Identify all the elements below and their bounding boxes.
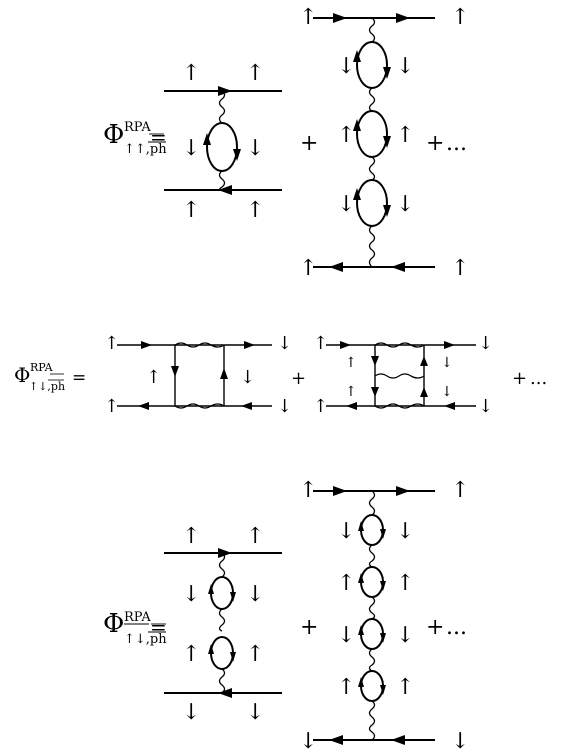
spin-down-arrow: ↓ bbox=[396, 192, 414, 217]
spin-up-arrow: ↑ bbox=[337, 571, 355, 596]
eq3-label: Φ RPA ↑↓,ph = bbox=[103, 609, 167, 647]
spin-up-arrow: ↑ bbox=[313, 333, 328, 354]
spin-up-arrow: ↑ bbox=[182, 642, 200, 667]
spin-down-arrow: ↓ bbox=[240, 367, 255, 388]
ellipsis: ... bbox=[446, 615, 467, 640]
eq2-diagram-ladder-1: ↑ ↑ ↑ ↓ ↓ ↓ bbox=[104, 333, 292, 417]
spin-down-arrow: ↓ bbox=[337, 519, 355, 544]
spin-down-arrow: ↓ bbox=[396, 623, 414, 648]
spin-up-arrow: ↑ bbox=[396, 675, 414, 700]
spin-down-arrow: ↓ bbox=[246, 136, 264, 161]
spin-up-arrow: ↑ bbox=[246, 198, 264, 223]
spin-down-arrow: ↓ bbox=[396, 519, 414, 544]
plus-sign: + bbox=[426, 615, 444, 640]
plus-sign: + bbox=[300, 131, 318, 156]
eq2-subscript: ↑↓,ph bbox=[29, 380, 65, 393]
spin-up-arrow: ↑ bbox=[396, 571, 414, 596]
spin-up-arrow: ↑ bbox=[246, 61, 264, 86]
equals-sign: = bbox=[150, 615, 167, 639]
eq3-subscript: ↑↓,ph bbox=[124, 632, 167, 647]
spin-down-arrow: ↓ bbox=[441, 355, 453, 371]
phi-symbol: Φ bbox=[103, 120, 124, 150]
eq3-diagram-two-bubbles: ↑ ↑ ↓ ↓ ↑ ↑ ↓ ↓ bbox=[164, 524, 282, 725]
eq1-diagram-chain: ↑ ↑ ↓ ↓ ↑ ↑ ↓ ↓ ↑ ↑ bbox=[299, 5, 469, 281]
spin-up-arrow: ↑ bbox=[246, 642, 264, 667]
spin-down-arrow: ↓ bbox=[337, 192, 355, 217]
spin-down-arrow: ↓ bbox=[182, 136, 200, 161]
spin-up-arrow: ↑ bbox=[451, 5, 469, 30]
plus-sign: + bbox=[300, 615, 318, 640]
spin-up-arrow: ↑ bbox=[337, 675, 355, 700]
spin-down-arrow: ↓ bbox=[246, 700, 264, 725]
spin-down-arrow: ↓ bbox=[299, 729, 317, 754]
spin-down-arrow: ↓ bbox=[441, 384, 453, 400]
spin-down-arrow: ↓ bbox=[246, 582, 264, 607]
spin-up-arrow: ↑ bbox=[313, 396, 328, 417]
spin-down-arrow: ↓ bbox=[337, 623, 355, 648]
spin-down-arrow: ↓ bbox=[182, 700, 200, 725]
spin-up-arrow: ↑ bbox=[345, 355, 357, 371]
spin-up-arrow: ↑ bbox=[299, 478, 317, 503]
spin-up-arrow: ↑ bbox=[246, 524, 264, 549]
spin-down-arrow: ↓ bbox=[277, 333, 292, 354]
eq2-diagram-ladder-2: ↑ ↑ ↑ ↑ ↓ ↓ ↓ ↓ bbox=[313, 333, 493, 417]
equation-3: Φ RPA ↑↓,ph = ↑ ↑ ↓ ↓ ↑ bbox=[103, 478, 469, 754]
spin-up-arrow: ↑ bbox=[299, 256, 317, 281]
spin-up-arrow: ↑ bbox=[451, 256, 469, 281]
eq1-label: Φ RPA ↑↑,ph = bbox=[103, 120, 167, 157]
equals-sign: = bbox=[72, 368, 86, 388]
equals-sign: = bbox=[150, 125, 167, 149]
ellipsis: ... bbox=[446, 131, 467, 156]
rpa-superscript: RPA bbox=[124, 120, 151, 135]
rpa-superscript: RPA bbox=[124, 610, 151, 625]
spin-up-arrow: ↑ bbox=[182, 524, 200, 549]
spin-up-arrow: ↑ bbox=[451, 478, 469, 503]
spin-up-arrow: ↑ bbox=[182, 61, 200, 86]
spin-down-arrow: ↓ bbox=[451, 729, 469, 754]
spin-down-arrow: ↓ bbox=[478, 333, 493, 354]
spin-up-arrow: ↑ bbox=[345, 384, 357, 400]
plus-sign: + bbox=[512, 368, 527, 389]
equation-1: Φ RPA ↑↑,ph = ↑ ↑ ↓ ↓ ↑ ↑ + bbox=[103, 5, 469, 281]
spin-up-arrow: ↑ bbox=[396, 123, 414, 148]
eq3-diagram-four-bubbles: ↑ ↑ ↓ ↓ ↑ ↑ ↓ ↓ ↑ ↑ ↓ ↓ bbox=[299, 478, 469, 754]
spin-up-arrow: ↑ bbox=[182, 198, 200, 223]
phi-symbol: Φ bbox=[103, 609, 124, 639]
spin-up-arrow: ↑ bbox=[337, 123, 355, 148]
plus-sign: + bbox=[291, 368, 306, 389]
phi-symbol: Φ bbox=[14, 363, 30, 387]
equation-2: Φ RPA ↑↓,ph = ↑ ↑ ↑ ↓ ↓ ↓ bbox=[14, 333, 547, 417]
spin-down-arrow: ↓ bbox=[396, 54, 414, 79]
spin-down-arrow: ↓ bbox=[182, 582, 200, 607]
rpa-superscript: RPA bbox=[30, 361, 54, 374]
spin-up-arrow: ↑ bbox=[104, 396, 119, 417]
spin-down-arrow: ↓ bbox=[277, 396, 292, 417]
spin-up-arrow: ↑ bbox=[146, 367, 161, 388]
spin-down-arrow: ↓ bbox=[337, 54, 355, 79]
ellipsis: ... bbox=[530, 368, 547, 389]
spin-up-arrow: ↑ bbox=[104, 333, 119, 354]
eq2-label: Φ RPA ↑↓,ph = bbox=[14, 361, 86, 393]
plus-sign: + bbox=[426, 131, 444, 156]
spin-down-arrow: ↓ bbox=[478, 396, 493, 417]
eq1-subscript: ↑↑,ph bbox=[124, 142, 167, 157]
eq1-diagram-bubble: ↑ ↑ ↓ ↓ ↑ ↑ bbox=[164, 61, 282, 223]
spin-up-arrow: ↑ bbox=[299, 5, 317, 30]
